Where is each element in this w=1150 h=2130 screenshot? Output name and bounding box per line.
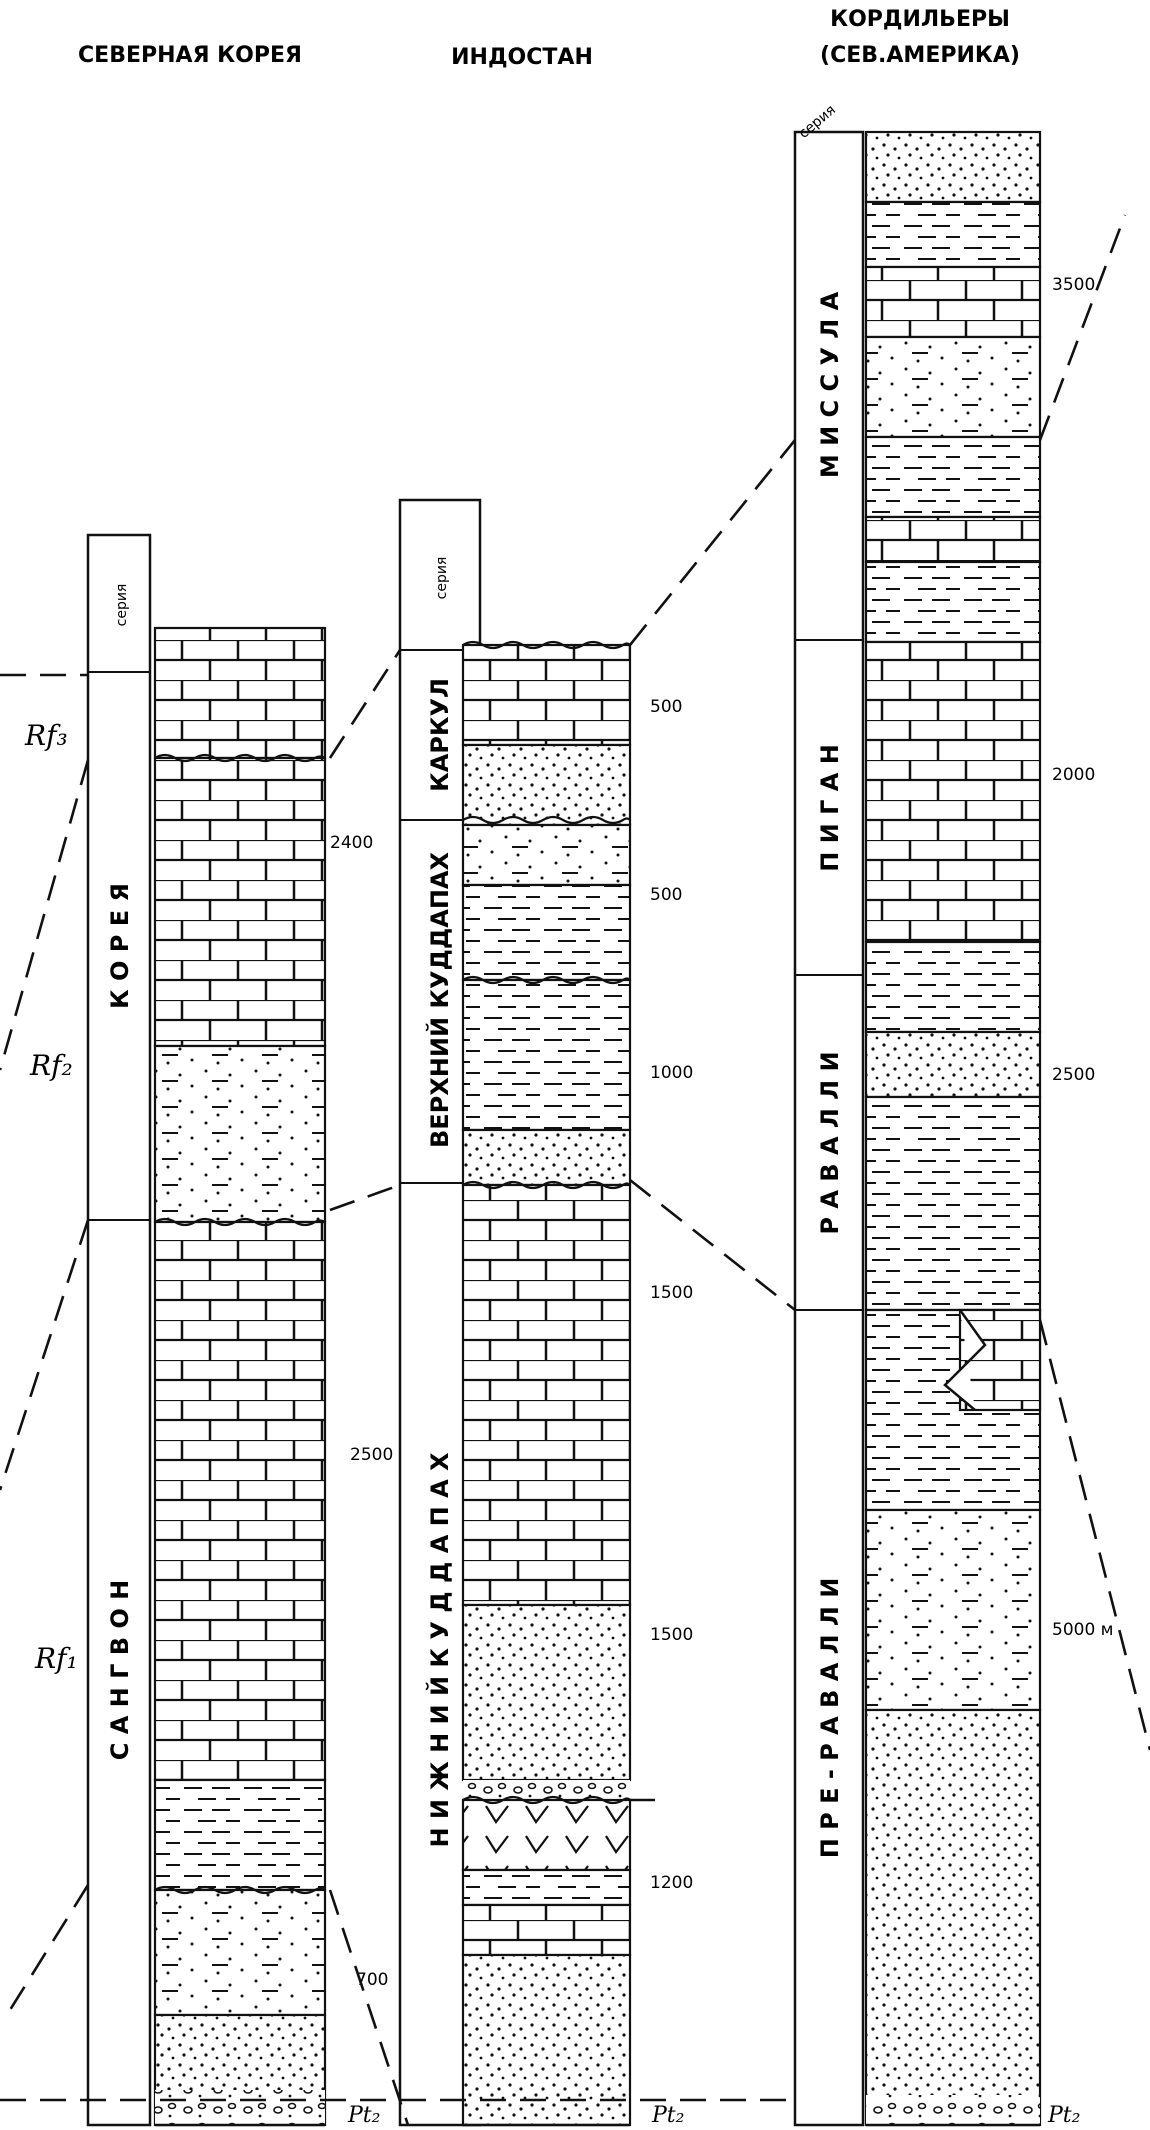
zone-rf3: Rf₃ bbox=[24, 719, 68, 752]
column-cordillera: серия М И С С У Л А П И Г А Н Р А В А Л … bbox=[793, 102, 1114, 2127]
cordillera-series-pigan: П И Г А Н bbox=[816, 744, 844, 872]
cordillera-thickness-2: 2000 bbox=[1052, 765, 1095, 785]
base-label-cordillera: Pt₂ bbox=[1047, 2103, 1080, 2128]
cordillera-thickness-1: 3500 bbox=[1052, 275, 1095, 295]
india-thickness-1: 500 bbox=[650, 697, 682, 717]
india-thickness-6: 1200 bbox=[650, 1873, 693, 1893]
cordillera-thickness-3: 2500 bbox=[1052, 1065, 1095, 1085]
india-thickness-4: 1500 bbox=[650, 1283, 693, 1303]
india-series-karkul: КАРКУЛ bbox=[426, 678, 454, 792]
korea-thickness-1: 2400 bbox=[330, 833, 373, 853]
india-thickness-2: 500 bbox=[650, 885, 682, 905]
india-thickness-5: 1500 bbox=[650, 1625, 693, 1645]
korea-thickness-3: 700 bbox=[356, 1970, 388, 1990]
cordillera-series-missula: М И С С У Л А bbox=[816, 291, 844, 478]
korea-series-sangvon: С А Н Г В О Н bbox=[106, 1580, 134, 1760]
cordillera-series-pre-ravalli: П Р Е - Р А В А Л Л И bbox=[816, 1578, 844, 1859]
correlation-lines bbox=[0, 214, 1150, 2126]
india-thickness-3: 1000 bbox=[650, 1063, 693, 1083]
korea-thickness-2: 2500 bbox=[350, 1445, 393, 1465]
zone-rf2: Rf₂ bbox=[29, 1049, 73, 1082]
india-series-header: серия bbox=[434, 557, 450, 600]
header-cordillera: КОРДИЛЬЕРЫ bbox=[830, 7, 1010, 32]
column-hindustan: серия КАРКУЛ ВЕРХНИЙ КУДДАПАХ Н И Ж Н И … bbox=[398, 498, 693, 2127]
cordillera-thickness-4: 5000 м bbox=[1052, 1620, 1114, 1640]
header-north-korea: СЕВЕРНАЯ КОРЕЯ bbox=[78, 43, 302, 68]
korea-series-korea: К О Р Е Я bbox=[106, 883, 134, 1009]
base-label-korea: Pt₂ bbox=[347, 2103, 380, 2128]
cordillera-series-ravalli: Р А В А Л Л И bbox=[816, 1051, 844, 1234]
korea-series-header: серия bbox=[114, 584, 130, 627]
column-north-korea: серия К О Р Е Я С А Н Г В О Н 2400 2500 … bbox=[86, 533, 393, 2127]
india-series-upper-kuddapah: ВЕРХНИЙ КУДДАПАХ bbox=[425, 852, 454, 1149]
base-label-india: Pt₂ bbox=[651, 2103, 684, 2128]
header-hindustan: ИНДОСТАН bbox=[451, 45, 593, 70]
zone-rf1: Rf₁ bbox=[34, 1642, 78, 1675]
header-cordillera-sub: (СЕВ.АМЕРИКА) bbox=[820, 43, 1020, 68]
india-series-lower-kuddapah: Н И Ж Н И Й К У Д Д А П А Х bbox=[425, 1452, 454, 1848]
